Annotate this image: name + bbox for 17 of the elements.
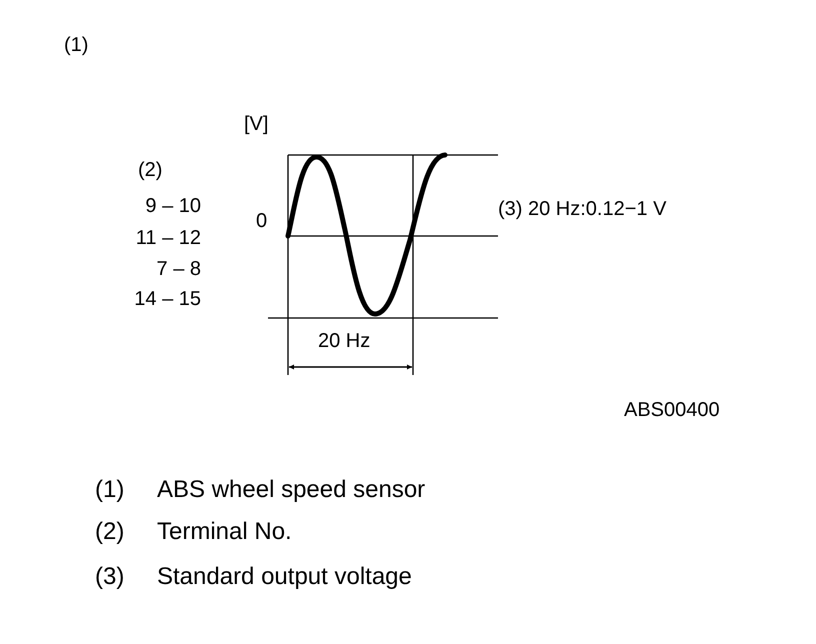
callout-number: (2) <box>95 520 124 544</box>
key-text: ABS wheel speed sensor <box>157 478 426 502</box>
axis-label: [V] <box>244 114 268 134</box>
callout-number: (1) <box>95 478 124 502</box>
terminal-pair: 7 – 8 <box>156 259 201 279</box>
figure-number: (1) <box>64 35 88 55</box>
dimension-label: 20 Hz <box>318 331 370 351</box>
voltage-spec: (3) 20 Hz:0.12−1 V <box>498 199 666 219</box>
figure-code: ABS00400 <box>624 400 720 420</box>
terminal-pair: 11 – 12 <box>136 228 201 248</box>
key-text: Terminal No. <box>157 520 292 544</box>
terminal-pair: 14 – 15 <box>134 289 201 309</box>
callout-number: (3) <box>95 565 124 589</box>
key-text: Standard output voltage <box>157 565 412 589</box>
axis-label: 0 <box>256 211 268 231</box>
terminal-pair: 9 – 10 <box>145 196 201 216</box>
callout-number: (2) <box>138 160 162 180</box>
